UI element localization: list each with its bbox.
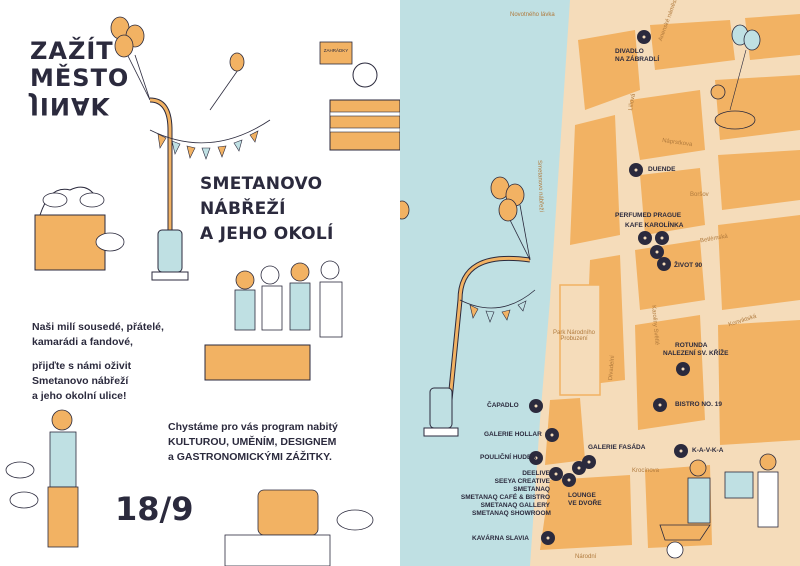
park-label: Park Národního Probuzení — [552, 330, 596, 342]
map-panel: Novotného lávka Smetanovo nábřeží Náprst… — [400, 0, 800, 566]
intro-line-4: Smetanovo nábřeží — [32, 375, 129, 387]
venue-duende: DUENDE — [648, 166, 676, 173]
program-text: Chystáme pro vás program nabitý KULTUROU… — [168, 420, 338, 465]
venue-zivot-90: ŽIVOT 90 — [674, 262, 703, 269]
venue-lounge-2: VE DVOŘE — [568, 500, 602, 507]
venue-lounge: LOUNGE — [568, 492, 596, 499]
illustrations-left: ZAHRÁDKY — [5, 16, 400, 566]
program-line-2: KULTUROU, UMĚNÍM, DESIGNEM — [168, 436, 337, 448]
venue-galerie-hollar: GALERIE HOLLAR — [484, 431, 542, 438]
venue-divadlo-2: NA ZÁBRADLÍ — [615, 56, 660, 63]
venue-label: ROTUNDA NALEZENÍ SV. KŘÍŽE — [663, 342, 729, 358]
street-label: Boršov — [690, 192, 709, 198]
program-line-3: a GASTRONOMICKÝMI ZÁŽITKY. — [168, 451, 332, 463]
street-lamp-icon — [423, 255, 536, 437]
event-date: 18/9 — [115, 490, 194, 528]
headline-line-3: A JEHO OKOLÍ — [200, 224, 334, 244]
poster-left-panel: ZAHRÁDKY ZAŽÍT M — [5, 16, 400, 566]
venue-label: DIVADLO NA ZÁBRADLÍ — [615, 48, 659, 64]
balloon-icon — [400, 24, 761, 261]
dog-icon — [710, 49, 756, 130]
balloon-icon — [110, 16, 245, 111]
venue-galerie-fasada: GALERIE FASÁDA — [588, 444, 646, 451]
venue-list-smetanaq: DEELIVE SEEYA CREATIVE SMETANAQ SMETANAQ… — [461, 470, 551, 518]
bunting-icon — [149, 119, 271, 160]
zahradky-sign: ZAHRÁDKY — [324, 47, 349, 53]
venue-rotunda-2: NALEZENÍ SV. KŘÍŽE — [663, 350, 729, 357]
street-label: Krocínova — [632, 468, 660, 474]
venue-divadlo: DIVADLO — [615, 48, 644, 55]
logo-line-2: MĚSTO — [30, 64, 130, 92]
venue-perfumed-prague: PERFUMED PRAGUE — [615, 212, 682, 219]
intro-line-5: a jeho okolní ulice! — [32, 390, 127, 402]
bench-scene-illustration: ZAHRÁDKY — [319, 41, 400, 151]
intro-line-3: přijďte s námi oživit — [32, 360, 132, 372]
intro-line-1: Naši milí sousedé, přátelé, — [32, 321, 164, 333]
people-group-illustration — [204, 260, 343, 381]
street-label: Novotného lávka — [510, 12, 555, 18]
venue-capadlo: ČAPADLO — [487, 402, 519, 409]
venue-seeya: SEEYA CREATIVE — [494, 478, 550, 485]
venue-smetanaq-cafe: SMETANAQ CAFÉ & BISTRO — [460, 494, 550, 501]
venue-kafe-karolinka: KAFE KAROLÍNKA — [625, 222, 684, 229]
venue-kavka: K-A-V-K-A — [692, 447, 724, 454]
intro-line-2: kamarádi a fandové, — [32, 336, 133, 348]
venue-rotunda: ROTUNDA — [675, 342, 708, 349]
street-lamp-icon — [149, 97, 189, 281]
venue-kavarna-slavia: KAVÁRNA SLAVIA — [472, 535, 529, 542]
logo-line-1: ZAŽÍT — [30, 37, 114, 65]
people-wheelbarrow-illustration — [659, 453, 779, 559]
program-line-1: Chystáme pro vás program nabitý — [168, 421, 338, 433]
record-icon — [529, 30, 690, 545]
headline: SMETANOVO NÁBŘEŽÍ A JEHO OKOLÍ — [200, 172, 334, 247]
map-illustration — [400, 0, 800, 566]
venue-deelive: DEELIVE — [522, 470, 550, 477]
venue-smetanaq-gallery: SMETANAQ GALLERY — [480, 502, 550, 509]
venue-bistro: BISTRO NO. 19 — [675, 401, 722, 408]
venue-smetanaq-showroom: SMETANAQ SHOWROOM — [472, 510, 551, 517]
venue-poulicni-hudba: POULIČNÍ HUDBA — [480, 454, 537, 461]
guitar-player-illustration — [5, 409, 79, 548]
barrel-illustration — [224, 489, 374, 566]
headline-line-2: NÁBŘEŽÍ — [200, 199, 286, 219]
street-label: Národní — [575, 554, 597, 560]
logo-line-3: JINAK — [30, 92, 111, 120]
plant-icon — [34, 186, 125, 271]
venue-smetanaq: SMETANAQ — [513, 486, 550, 493]
venue-label: LOUNGE VE DVOŘE — [568, 492, 602, 508]
zazit-mesto-jinak-logo: ZAŽÍT MĚSTO JINAK — [30, 37, 130, 121]
intro-text: Naši milí sousedé, přátelé, kamarádi a f… — [32, 320, 164, 404]
headline-line-1: SMETANOVO — [200, 174, 323, 194]
